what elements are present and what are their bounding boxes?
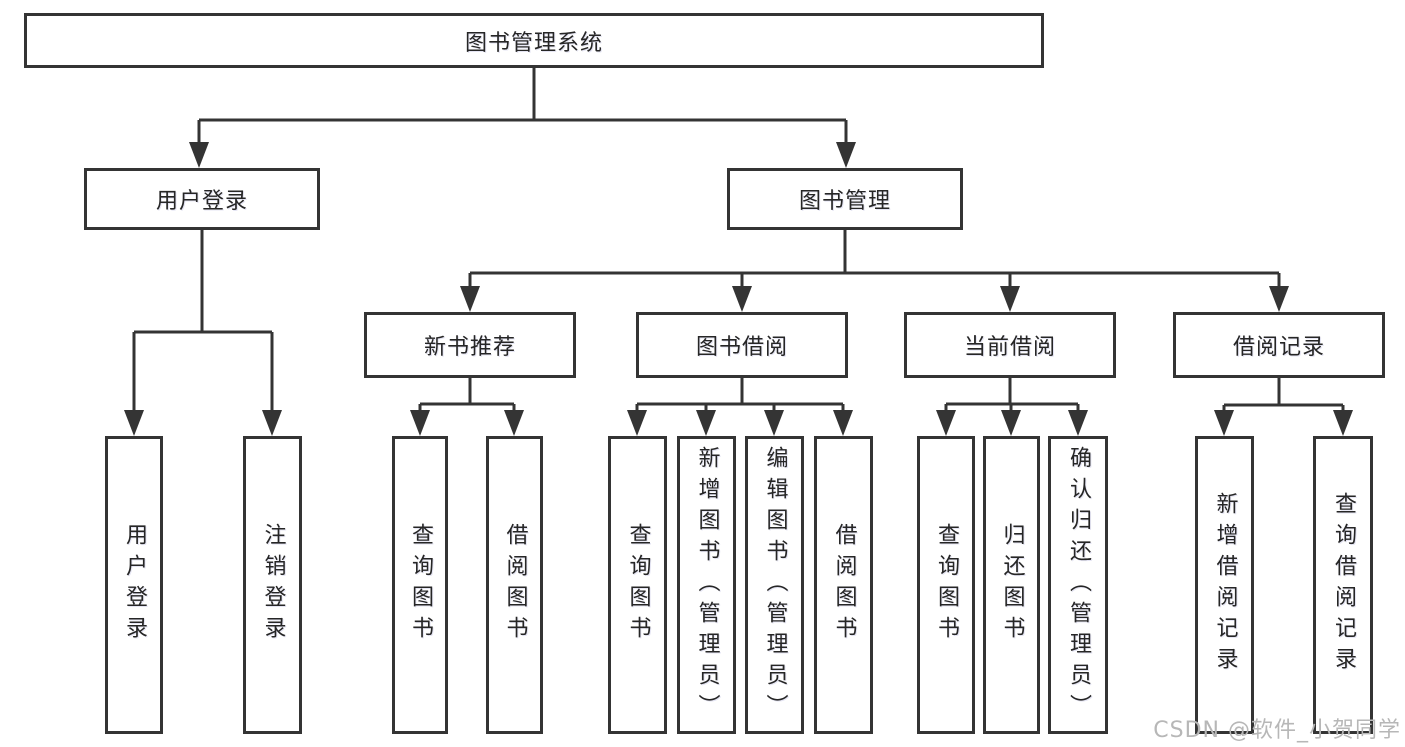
csdn-watermark: CSDN @软件_小贺同学 [1153, 718, 1401, 743]
leaf-borrow-query-books: 查询图书 [608, 436, 667, 734]
leaf-user-login: 用户登录 [105, 436, 163, 734]
node-current-borrow: 当前借阅 [904, 312, 1116, 378]
leaf-query-borrow-record-label: 查询借阅记录 [1331, 492, 1356, 678]
leaf-return-books-label: 归还图书 [999, 523, 1025, 647]
node-book-borrow-label: 图书借阅 [695, 335, 788, 360]
node-book-borrow: 图书借阅 [636, 312, 848, 378]
leaf-newbooks-query-books-label: 查询图书 [408, 523, 433, 647]
leaf-add-books-admin: 新增图书（管理员） [677, 436, 736, 734]
node-book-management-label: 图书管理 [798, 189, 891, 214]
node-new-book-recommend: 新书推荐 [364, 312, 576, 378]
node-root-system: 图书管理系统 [24, 13, 1044, 68]
node-borrow-records: 借阅记录 [1173, 312, 1385, 378]
node-current-borrow-label: 当前借阅 [963, 335, 1056, 360]
leaf-borrow-borrow-books: 借阅图书 [814, 436, 873, 734]
leaf-logout: 注销登录 [243, 436, 302, 734]
leaf-borrow-query-books-label: 查询图书 [625, 523, 651, 647]
leaf-add-books-admin-label: 新增图书（管理员） [694, 445, 720, 725]
leaf-return-books: 归还图书 [983, 436, 1040, 734]
node-new-book-recommend-label: 新书推荐 [423, 335, 516, 360]
node-user-login: 用户登录 [84, 168, 320, 230]
leaf-newbooks-borrow-books-label: 借阅图书 [502, 523, 528, 647]
leaf-edit-books-admin-label: 编辑图书（管理员） [762, 445, 788, 725]
leaf-confirm-return-admin-label: 确认归还（管理员） [1066, 445, 1091, 725]
arrowheads [124, 142, 1353, 436]
leaf-newbooks-query-books: 查询图书 [392, 436, 448, 734]
leaf-borrow-borrow-books-label: 借阅图书 [831, 523, 857, 647]
node-user-login-label: 用户登录 [155, 189, 248, 214]
node-borrow-records-label: 借阅记录 [1232, 335, 1325, 360]
leaf-current-query-books-label: 查询图书 [934, 523, 959, 647]
leaf-edit-books-admin: 编辑图书（管理员） [745, 436, 804, 734]
leaf-user-login-label: 用户登录 [122, 523, 147, 647]
leaf-logout-label: 注销登录 [260, 523, 286, 647]
leaf-confirm-return-admin: 确认归还（管理员） [1048, 436, 1108, 734]
leaf-add-borrow-record-label: 新增借阅记录 [1212, 492, 1238, 678]
leaf-newbooks-borrow-books: 借阅图书 [486, 436, 543, 734]
node-book-management: 图书管理 [727, 168, 963, 230]
leaf-query-borrow-record: 查询借阅记录 [1313, 436, 1373, 734]
node-root-label: 图书管理系统 [464, 30, 603, 56]
leaf-current-query-books: 查询图书 [917, 436, 975, 734]
leaf-add-borrow-record: 新增借阅记录 [1195, 436, 1254, 734]
